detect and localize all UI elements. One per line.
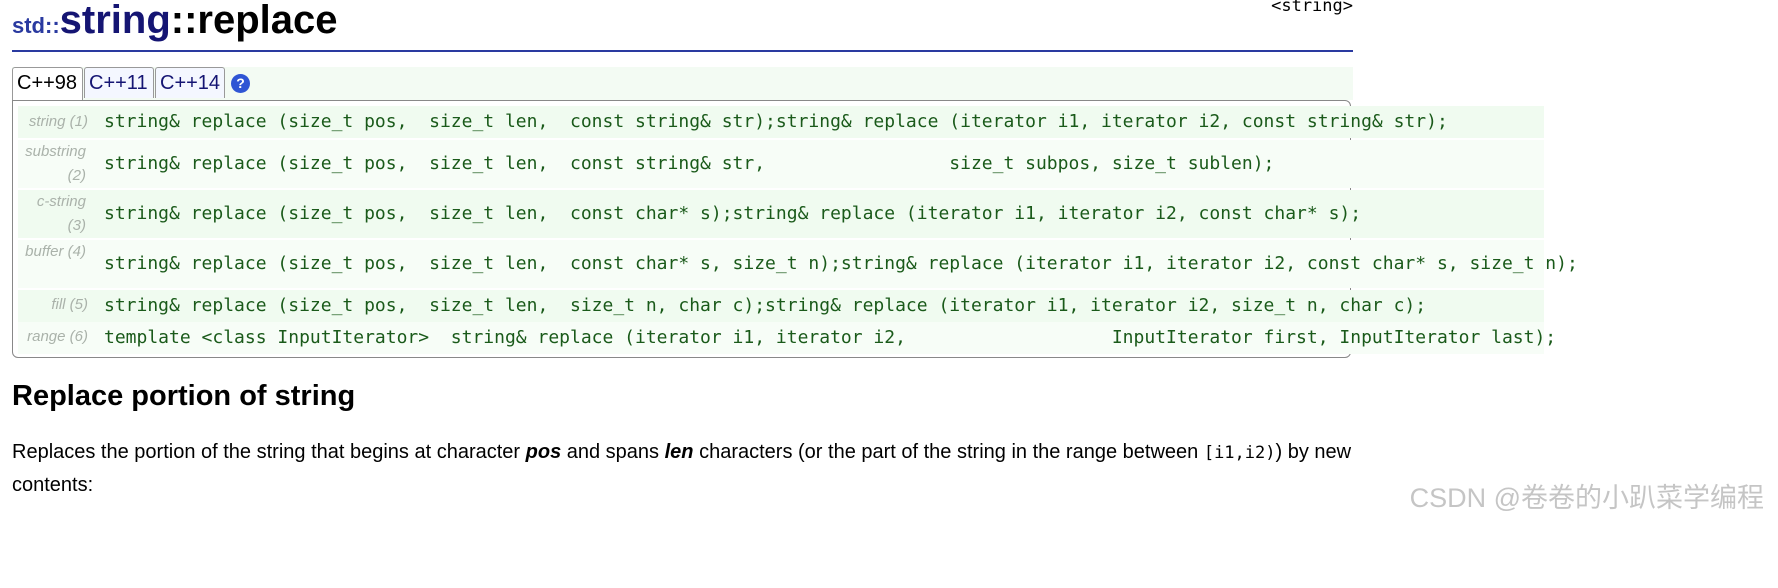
scope-separator: ::	[170, 0, 198, 42]
prototype-code: string& replace (size_t pos, size_t len,…	[104, 203, 1362, 224]
watermark: CSDN @卷卷的小趴菜学编程	[1409, 483, 1764, 513]
prototype-label: range (6)	[27, 328, 88, 345]
tab-cpp11[interactable]: C++11	[84, 67, 154, 98]
range-code: [i1,i2)	[1203, 443, 1276, 463]
description-text: ) by new contents:	[12, 441, 1352, 496]
prototype-code: string& replace (size_t pos, size_t len,…	[104, 295, 1427, 316]
prototype-row-substring: substring (2) string& replace (size_t po…	[18, 140, 1544, 188]
description-text: Replaces the portion of the string that …	[12, 441, 526, 463]
prototype-code: template <class InputIterator> string& r…	[104, 327, 1557, 348]
section-heading: Replace portion of string	[12, 380, 356, 412]
prototype-code: string& replace (size_t pos, size_t len,…	[104, 253, 1578, 274]
prototype-label: substring (2)	[25, 143, 86, 184]
prototype-row-string: string (1) string& replace (size_t pos, …	[18, 106, 1544, 138]
description-text: characters (or the part of the string in…	[693, 441, 1204, 463]
prototype-code: string& replace (size_t pos, size_t len,…	[104, 153, 1275, 174]
prototype-label: string (1)	[28, 113, 88, 130]
page-title: std::string::replace	[12, 0, 338, 48]
param-len: len	[664, 441, 694, 463]
function-name: replace	[197, 0, 338, 42]
prototype-row-range: range (6) template <class InputIterator>…	[18, 322, 1556, 354]
param-pos: pos	[525, 441, 562, 463]
header-file-label[interactable]: <string>	[1271, 0, 1353, 16]
prototype-code: string& replace (size_t pos, size_t len,…	[104, 111, 1448, 132]
namespace-label: std::	[12, 13, 60, 38]
prototype-label: fill (5)	[51, 296, 88, 313]
tab-cpp14[interactable]: C++14	[155, 67, 225, 98]
class-name-link[interactable]: string	[59, 0, 171, 42]
tab-cpp98[interactable]: C++98	[12, 67, 83, 101]
prototype-row-fill: fill (5) string& replace (size_t pos, si…	[18, 290, 1544, 322]
prototype-label: c-string (3)	[36, 193, 86, 234]
prototype-label: buffer (4)	[25, 243, 86, 260]
prototype-row-c-string: c-string (3) string& replace (size_t pos…	[18, 190, 1544, 238]
description-text: and spans	[561, 441, 665, 463]
prototype-row-buffer: buffer (4) string& replace (size_t pos, …	[18, 240, 1578, 288]
version-tabs: C++98 C++11 C++14 ?	[12, 67, 1353, 101]
description-paragraph: Replaces the portion of the string that …	[12, 436, 1372, 501]
title-divider	[12, 50, 1353, 52]
help-icon[interactable]: ?	[231, 74, 250, 93]
